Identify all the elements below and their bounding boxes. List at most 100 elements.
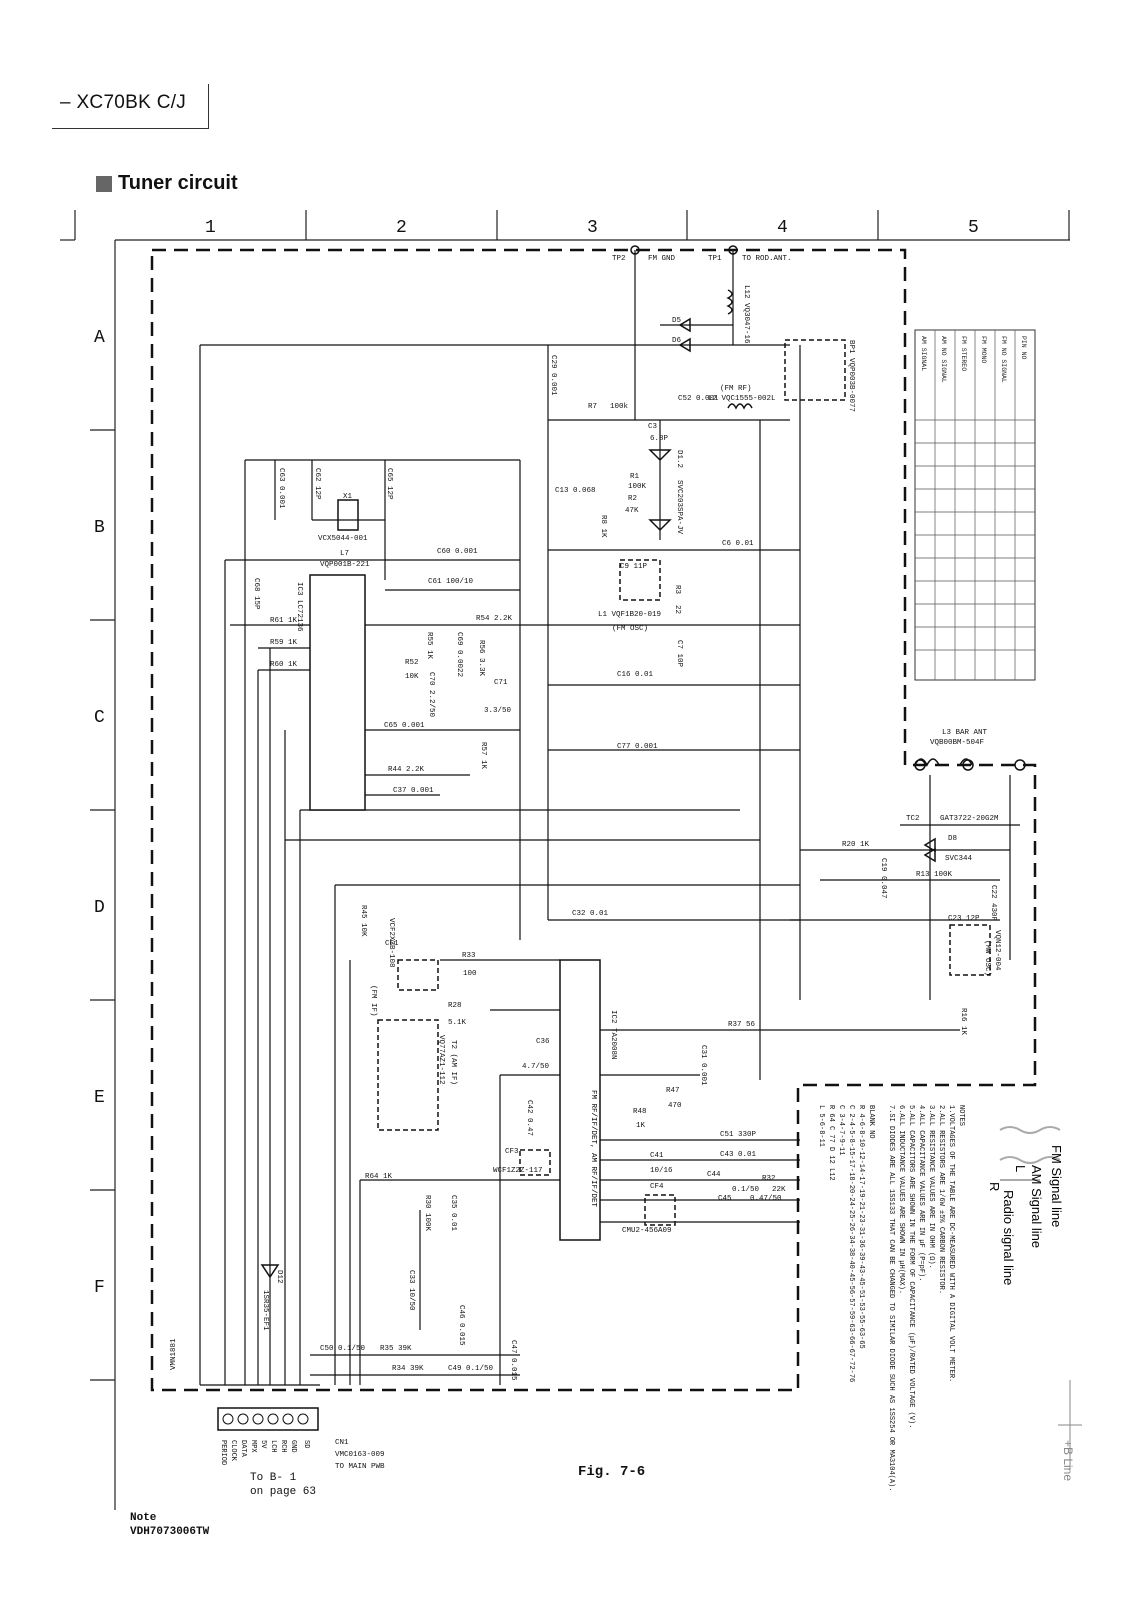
l3-label: L3 BAR ANT: [942, 729, 988, 737]
header-box: [52, 84, 209, 129]
legend-radio-signal: Radio signal line: [1001, 1190, 1016, 1285]
c36-value: 4.7/50: [522, 1063, 550, 1071]
c46-label: C46 0.015: [457, 1305, 465, 1346]
x1-part: VCX5044-001: [318, 535, 368, 543]
cf1-label: CF1: [385, 940, 399, 948]
notes-title: NOTES: [957, 1105, 965, 1126]
table-pin-no-header: PIN NO: [1020, 336, 1027, 360]
l4-label: VQN12-004: [993, 930, 1001, 971]
r57-label: R57 1K: [479, 742, 487, 770]
table-fm-mono-header: FM MONO: [980, 336, 987, 363]
legend-fm-signal: FM Signal line: [1049, 1145, 1064, 1227]
c22-label: C22 430P: [989, 885, 997, 922]
cn1-pin-names: PERIOD CLOCK DATA MPX 5V LCH RCH GND SD: [219, 1440, 310, 1465]
r37-label: R37 56: [728, 1021, 756, 1029]
figure-label: Fig. 7-6: [578, 1464, 645, 1480]
c60-label: C60 0.001: [437, 548, 478, 556]
c6-label: C6 0.01: [722, 540, 754, 548]
r32-value: 22K: [772, 1186, 786, 1194]
c47-label: C47 0.015: [509, 1340, 517, 1381]
d8-label: D8: [948, 835, 957, 843]
mw-osc-label: (MW OSC): [983, 940, 991, 976]
cn1-pin-lch: LCH: [269, 1440, 277, 1453]
r52-label: R52: [405, 659, 419, 667]
cf4-part: CMU2-456A09: [622, 1227, 672, 1235]
c63-label: C63 0.001: [277, 468, 285, 509]
col-3-label: 3: [587, 218, 598, 238]
col-4-label: 4: [777, 218, 788, 238]
d6-label: D6: [672, 337, 682, 345]
c45-value: 0.47/50: [750, 1195, 782, 1203]
c41-label: C41: [650, 1152, 664, 1160]
cn1-pins: [222, 1413, 309, 1425]
t2-part: VQ77AZ1-112: [437, 1035, 445, 1085]
cn1-pin-5v: 5V: [259, 1440, 267, 1449]
r61-label: R61 1K: [270, 617, 298, 625]
r59-label: R59 1K: [270, 639, 298, 647]
r60-label: R60 1K: [270, 661, 298, 669]
c7-label: C7 10P: [675, 640, 683, 668]
l2-label: L2 VQC1555-002L: [708, 395, 776, 403]
r3-label: R3: [673, 585, 681, 595]
cf3-part: WCF1Z2Z-117: [493, 1167, 543, 1175]
c71-value: 3.3/50: [484, 707, 512, 715]
c36-label: C36: [536, 1038, 550, 1046]
notes-line-3: 3.ALL RESISTANCE VALUES ARE IN OHM (Ω).: [927, 1105, 935, 1269]
c42-label: C42 0.47: [525, 1100, 533, 1136]
r7-value: 100k: [610, 403, 629, 411]
tp2-label: TP2: [612, 255, 626, 263]
row-a-label: A: [94, 328, 105, 348]
r56-label: R56 3.3K: [477, 640, 485, 677]
blank-line-1: R 4-6-8-10-12-14-17-19-21-23-31-36-39-43…: [857, 1105, 865, 1349]
cn1-label: CN1: [335, 1439, 349, 1447]
r20-label: R20 1K: [842, 841, 870, 849]
r8-label: R8 1K: [599, 515, 607, 538]
note-label: Note: [130, 1512, 157, 1524]
ic2-body: [559, 959, 601, 1241]
to-b1-label: To B- 1: [250, 1472, 297, 1484]
r30-label: R30 100K: [423, 1195, 431, 1232]
notes-line-1: 1.VOLTAGES OF THE TABLE ARE DC-MEASURED …: [947, 1105, 955, 1382]
notes-line-5: 5.ALL CAPACITORS ARE SHOWN IN THE FORM O…: [907, 1105, 915, 1428]
r1-value: 100K: [628, 483, 647, 491]
cn1-pin-gnd: GND: [289, 1440, 297, 1453]
bp1-label: BP1 VQP003B-0077: [847, 340, 855, 412]
notes-block: NOTES 1.VOLTAGES OF THE TABLE ARE DC-MEA…: [817, 1105, 965, 1491]
component-shapes: [260, 245, 1026, 1279]
table-fm-no-signal-header: FM NO SIGNAL: [1000, 336, 1007, 383]
ic3-body: [309, 574, 366, 811]
cn1-pin-clock: CLOCK: [229, 1440, 237, 1462]
pwb-outline: [150, 248, 1037, 1392]
r13-label: R13 100K: [916, 871, 953, 879]
fm-gnd-label: FM GND: [648, 255, 676, 263]
r33-label: R33: [462, 952, 476, 960]
d2-label: SVC203SPA-JV: [675, 480, 683, 535]
l7-part: VQP001B-221: [320, 561, 370, 569]
c52-label: C52 0.001: [678, 395, 719, 403]
d12-label: D12: [275, 1270, 283, 1284]
blank-line-2: C 2-4-5-8-15-17-18-20-24-25-26-34-38-40-…: [847, 1105, 855, 1382]
cf1-part: VCF2X3B-108: [387, 918, 395, 968]
blank-no-title: BLANK NO: [867, 1105, 875, 1139]
table-fm-stereo-header: FM STEREO: [960, 336, 967, 371]
bottom-captions: To B- 1 on page 63 Fig. 7-6 Note VDH7073…: [130, 1464, 645, 1538]
c3-label: C3: [648, 423, 658, 431]
c23-label: C23 12P: [948, 915, 980, 923]
table-am-no-signal-header: AM NO SIGNAL: [940, 336, 947, 383]
col-5-label: 5: [968, 218, 979, 238]
c62-label: C62 12P: [313, 468, 321, 500]
tc2-label: TC2: [906, 815, 920, 823]
c49-label: C49 0.1/50: [448, 1365, 494, 1373]
r64-label: R64 1K: [365, 1173, 393, 1181]
pin-voltage-table: PIN NO FM NO SIGNAL FM MONO FM STEREO AM…: [914, 329, 1036, 681]
r28-label: R28: [448, 1002, 462, 1010]
r47-label: R47: [666, 1087, 680, 1095]
cf3-label: CF3: [505, 1148, 519, 1156]
r45-label: R45 10K: [359, 905, 367, 937]
d12-part: 1SR35-EF1: [261, 1290, 269, 1331]
cn1-pin-mpx: MPX: [249, 1440, 257, 1453]
cn1-pin-rch: RCH: [279, 1440, 287, 1453]
c61-label: C61 100/10: [428, 578, 474, 586]
c69-label: C69 0.0022: [455, 632, 463, 677]
notes-line-2: 2.ALL RESISTORS ARE 1/6W ±5% CARBON RESI…: [937, 1105, 945, 1294]
